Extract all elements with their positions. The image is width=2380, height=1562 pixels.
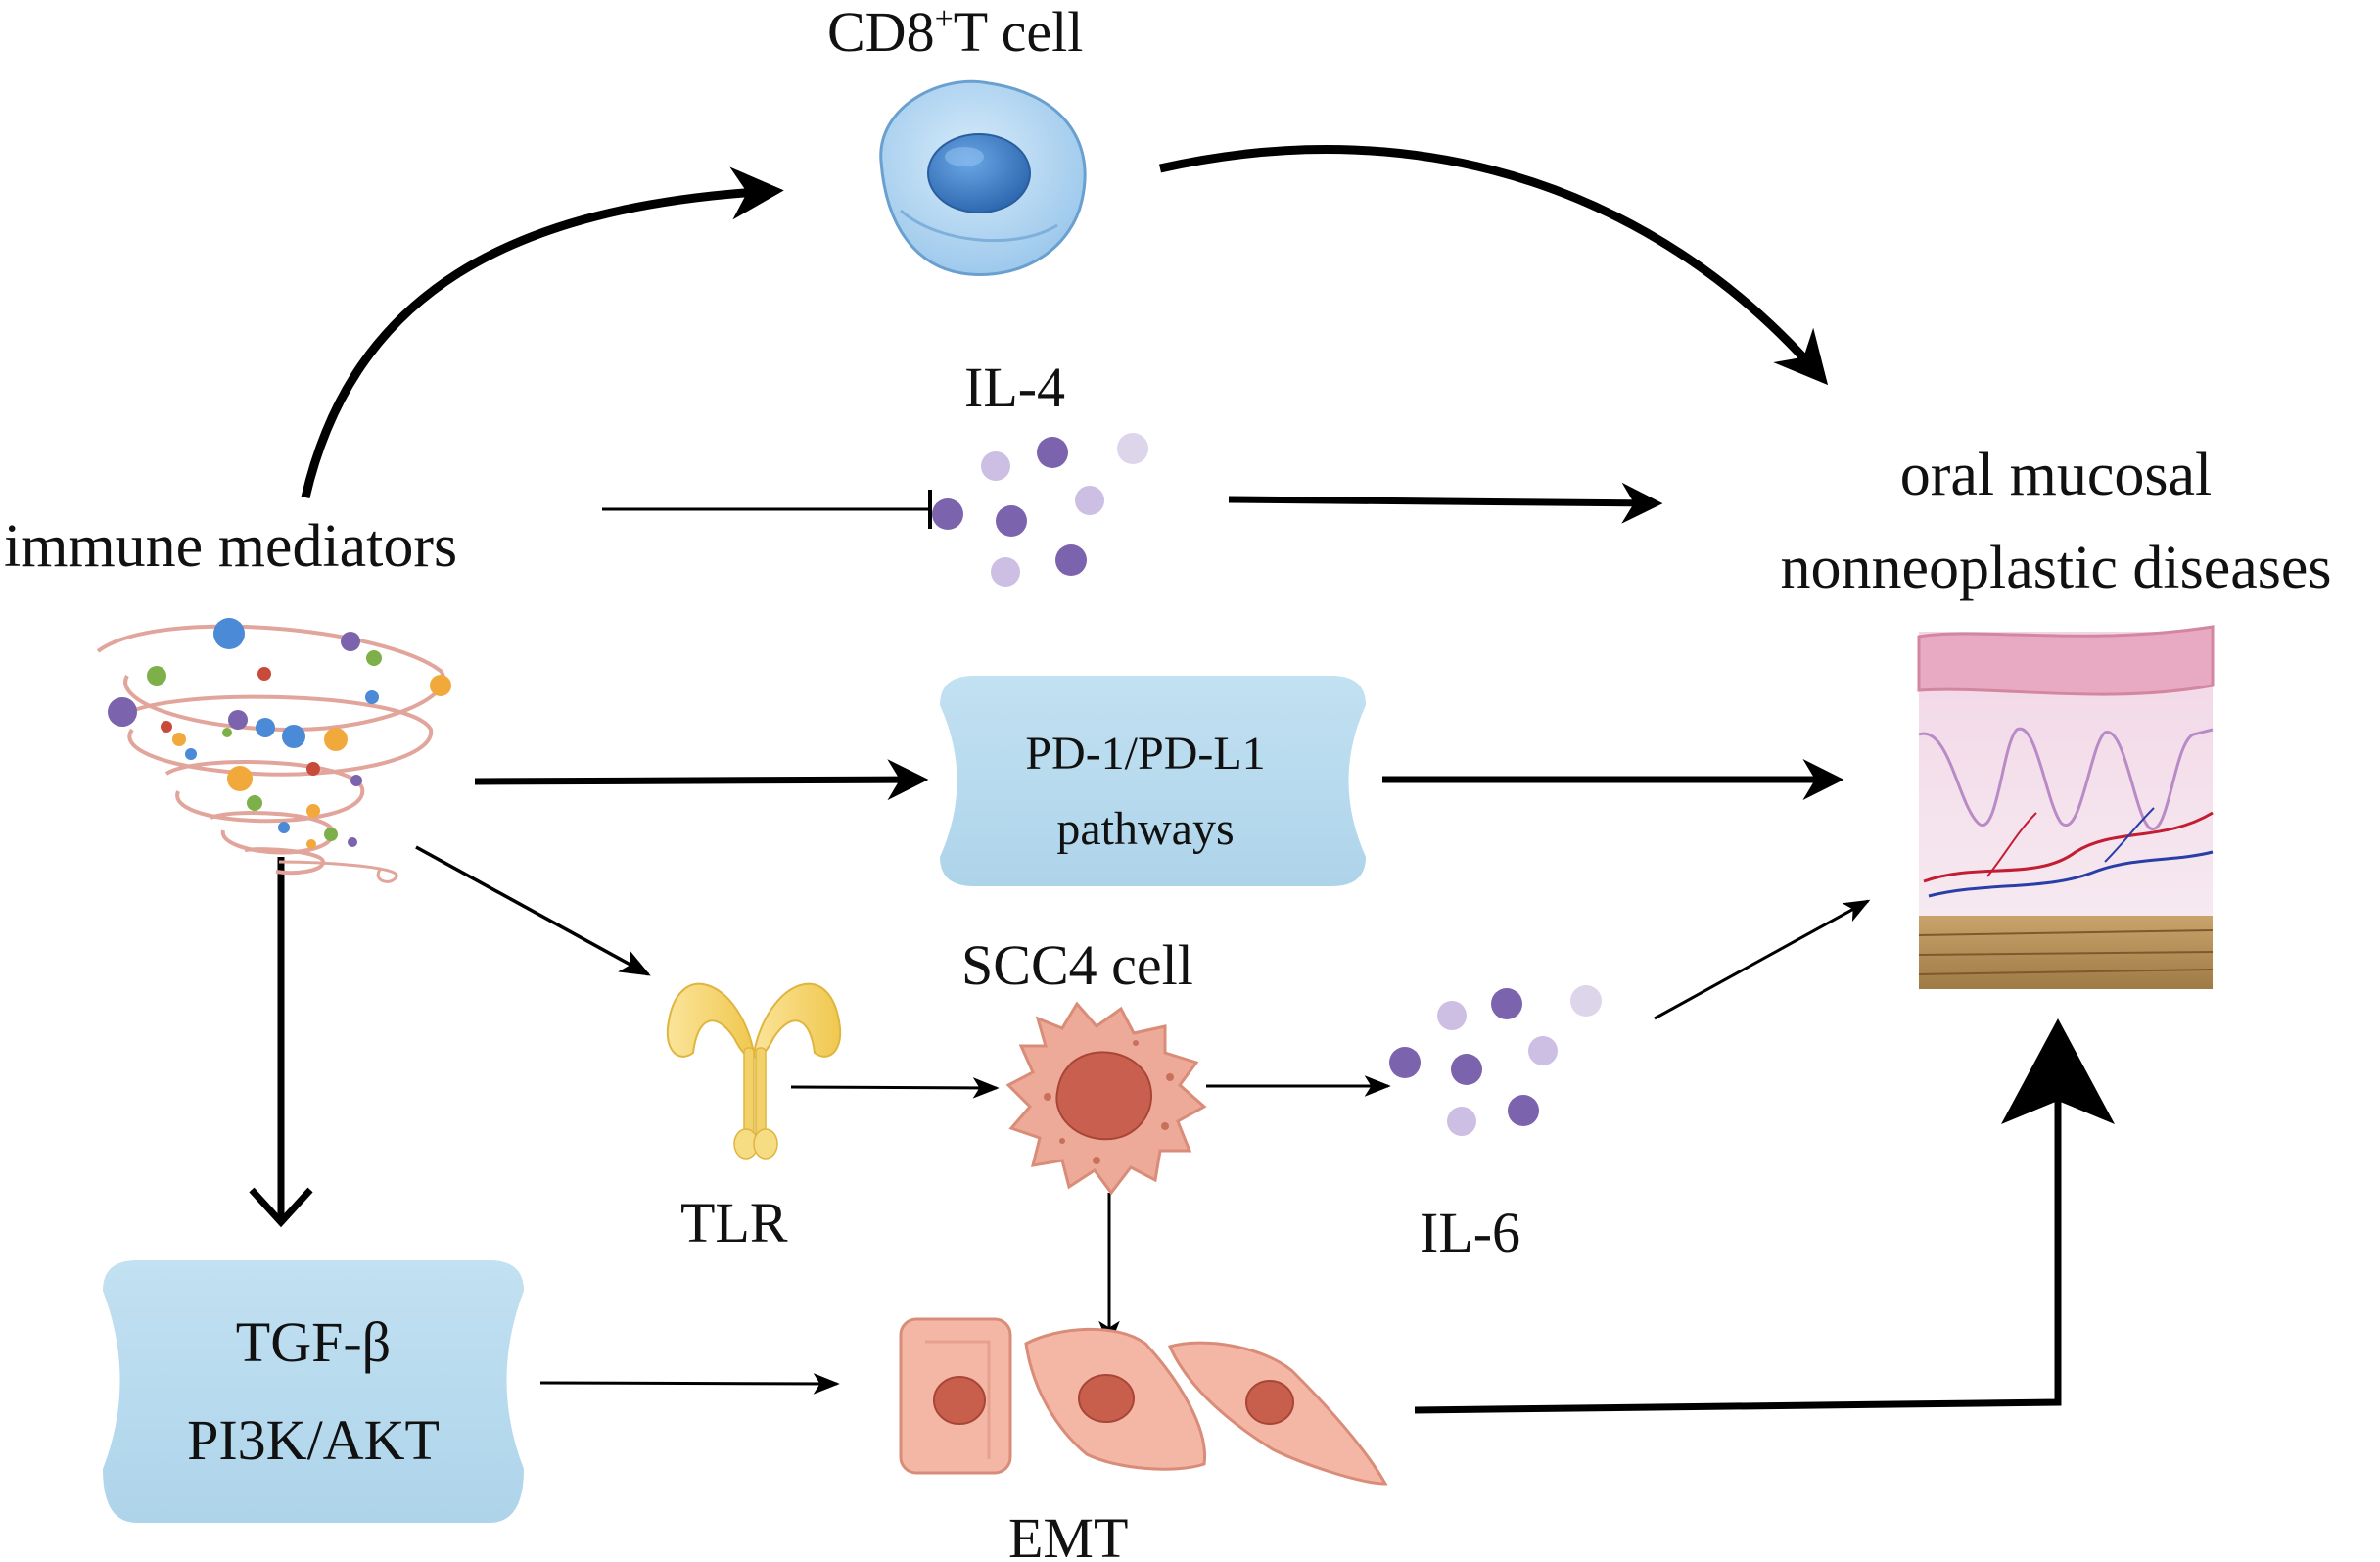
arrow-cd8-to-disease (1159, 145, 1829, 386)
il4-molecules-icon (932, 433, 1148, 587)
label-il4: IL-4 (964, 355, 1065, 419)
label-disease-line2: nonneoplastic diseases (1780, 535, 2331, 601)
arrow-il6-to-disease (1654, 899, 1871, 1020)
label-il6: IL-6 (1420, 1201, 1520, 1264)
emt-cells-icon (899, 1317, 1388, 1486)
tlr-receptor-icon (666, 982, 842, 1160)
label-tgf-line1: TGF-β (236, 1310, 391, 1374)
label-pd1-line2: pathways (1056, 803, 1234, 855)
il6-molecules-icon (1389, 985, 1602, 1136)
arrow-emt-to-disease-head (2001, 1018, 2115, 1124)
immune-mediators-spiral-icon (96, 618, 451, 883)
label-emt: EMT (1008, 1506, 1128, 1562)
scc4-cell-icon (1005, 1001, 1207, 1196)
cd8-t-cell-icon (879, 79, 1087, 276)
label-scc4: SCC4 cell (961, 933, 1193, 997)
tgf-pi3k-box (103, 1260, 524, 1523)
arrow-emt-to-disease (1414, 1087, 2062, 1414)
pd1-pathways-box (940, 676, 1366, 886)
label-tgf-line2: PI3K/AKT (187, 1408, 440, 1472)
oral-mucosa-tissue-icon (1917, 625, 2215, 989)
arrow-mediators-to-tgf-head (249, 1187, 313, 1228)
arrow-il4-to-disease (1228, 482, 1663, 524)
label-tlr: TLR (680, 1191, 788, 1254)
label-immune-mediators: immune mediators (4, 513, 457, 580)
label-cd8: CD8+T cell (827, 0, 1083, 64)
arrow-tgf-to-emt (539, 1373, 840, 1395)
label-pd1-line1: PD-1/PD-L1 (1025, 728, 1265, 780)
arrow-mediators-to-pd1 (474, 759, 929, 801)
arrow-mediators-to-cd8 (301, 166, 784, 499)
arrow-tlr-to-scc4 (790, 1077, 1000, 1099)
arrow-mediators-to-tlr (415, 845, 651, 976)
label-disease-line1: oral mucosal (1900, 442, 2213, 508)
